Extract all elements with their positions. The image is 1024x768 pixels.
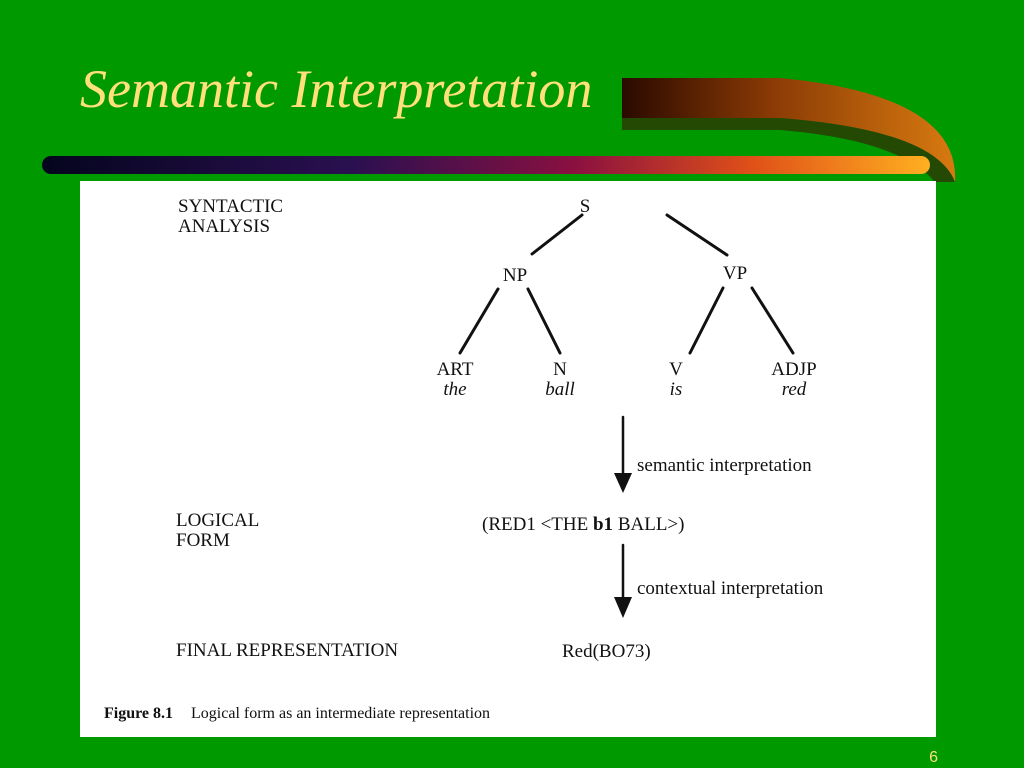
parse-tree-diagram xyxy=(458,213,795,618)
step-label-contextual: contextual interpretation xyxy=(637,578,824,599)
tree-leaf-adjp: ADJP red xyxy=(771,359,817,400)
arrow-contextual-head xyxy=(614,597,632,618)
tree-node-s: S xyxy=(579,196,591,217)
row-label-syntactic: SYNTACTIC ANALYSIS xyxy=(178,196,284,237)
row-label-logical: LOGICAL FORM xyxy=(176,510,260,551)
logical-form-expression: (RED1 <THE b1 BALL>) xyxy=(482,514,685,535)
edge-s-np xyxy=(530,213,584,256)
page-number: 6 xyxy=(929,749,938,766)
edge-np-n xyxy=(526,287,562,355)
row-label-final: FINAL REPRESENTATION xyxy=(176,640,399,661)
tree-leaf-n: N ball xyxy=(545,359,575,400)
slide-title: Semantic Interpretation xyxy=(80,59,593,119)
tree-node-np: NP xyxy=(502,265,528,286)
arrow-semantic-head xyxy=(614,473,632,493)
edge-s-vp xyxy=(665,213,729,257)
title-underline-bar xyxy=(42,156,930,174)
final-representation-value: Red(BO73) xyxy=(562,641,651,662)
tree-leaf-v: V is xyxy=(669,359,683,400)
figure-panel: SYNTACTIC ANALYSIS LOGICAL FORM FINAL RE… xyxy=(80,181,936,737)
edge-np-art xyxy=(458,287,500,355)
step-label-semantic: semantic interpretation xyxy=(637,455,812,476)
tree-node-vp: VP xyxy=(722,263,748,284)
edge-vp-adjp xyxy=(750,286,795,355)
orange-swoosh xyxy=(622,78,956,182)
tree-leaf-art: ART the xyxy=(436,359,474,400)
edge-vp-v xyxy=(688,286,725,355)
